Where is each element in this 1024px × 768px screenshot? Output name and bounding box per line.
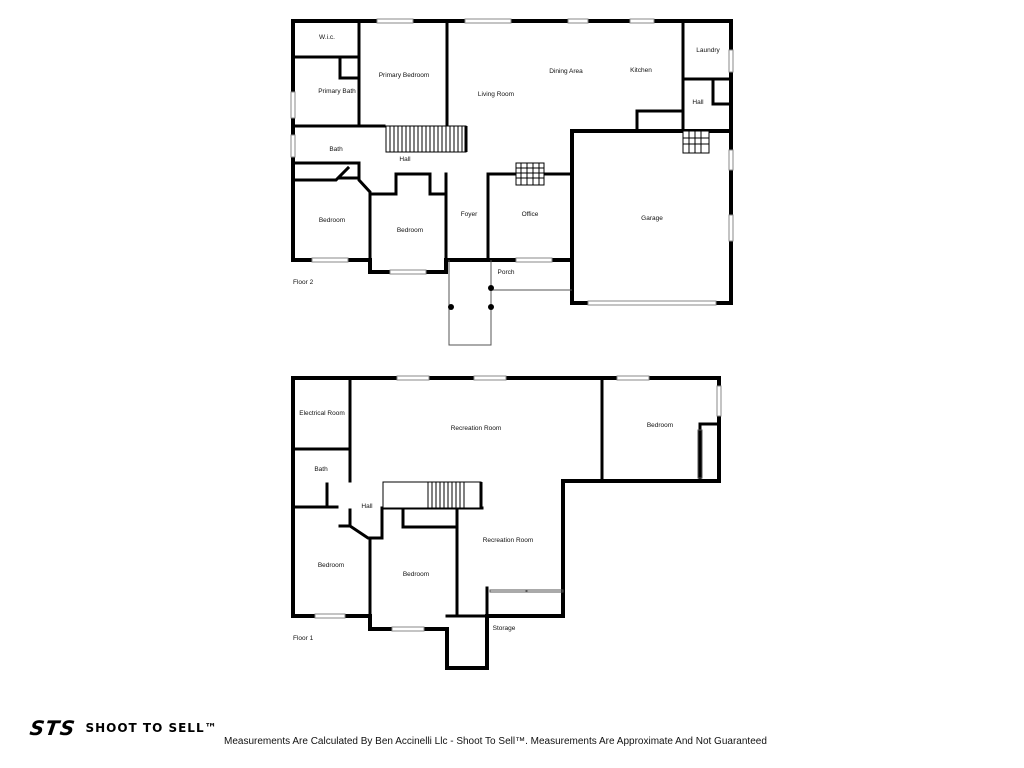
fireplace (515, 162, 545, 186)
floor-1-plan: Electrical Room Recreation Room Bedroom … (291, 375, 722, 670)
room-label-bedroom-mid: Bedroom (403, 571, 429, 578)
room-label-storage: Storage (493, 625, 516, 632)
room-label-dining-area: Dining Area (549, 68, 583, 75)
room-label-garage: Garage (641, 215, 663, 222)
room-label-primary-bath: Primary Bath (318, 88, 356, 95)
floor-2-interior-walls (291, 19, 733, 274)
logo-mark: STS (28, 716, 78, 740)
floor-2-label: Floor 2 (293, 279, 314, 286)
room-label-kitchen: Kitchen (630, 67, 652, 74)
room-label-living-room: Living Room (478, 91, 514, 98)
room-label-primary-bedroom: Primary Bedroom (379, 72, 430, 79)
floor-1-stairs (382, 481, 483, 509)
floor-2-plan: W.i.c. Primary Bedroom Primary Bath Livi… (290, 18, 734, 346)
shoot-to-sell-logo: STS SHOOT TO SELL™ (28, 716, 218, 740)
room-label-office: Office (522, 211, 539, 218)
room-label-bath: Bath (329, 146, 343, 153)
room-label-recreation-room-top: Recreation Room (451, 425, 502, 432)
room-label-kitchen-hall: Hall (692, 99, 704, 106)
floor-2-stairs (385, 125, 468, 153)
garage-steps (682, 130, 710, 154)
room-label-bedroom-left: Bedroom (318, 562, 344, 569)
room-label-laundry: Laundry (696, 47, 720, 54)
room-label-bedroom-mid: Bedroom (397, 227, 423, 234)
floor-2-windows (290, 18, 734, 306)
porch-outline (448, 260, 572, 346)
room-label-recreation-room-mid: Recreation Room (483, 537, 534, 544)
room-label-porch: Porch (498, 269, 515, 276)
floor-1-windows (314, 375, 722, 632)
room-label-wic: W.i.c. (319, 34, 335, 41)
floor-1-label: Floor 1 (293, 635, 314, 642)
logo-name: SHOOT TO SELL™ (85, 721, 218, 735)
room-label-bath: Bath (314, 466, 328, 473)
measurement-disclaimer: Measurements Are Calculated By Ben Accin… (224, 736, 767, 747)
room-label-bedroom-left: Bedroom (319, 217, 345, 224)
floor-1-interior-walls (291, 376, 721, 631)
room-label-electrical-room: Electrical Room (299, 410, 345, 417)
room-label-foyer: Foyer (461, 211, 478, 218)
room-label-bedroom-right: Bedroom (647, 422, 673, 429)
room-label-hall: Hall (361, 503, 373, 510)
room-label-hall: Hall (399, 156, 411, 163)
